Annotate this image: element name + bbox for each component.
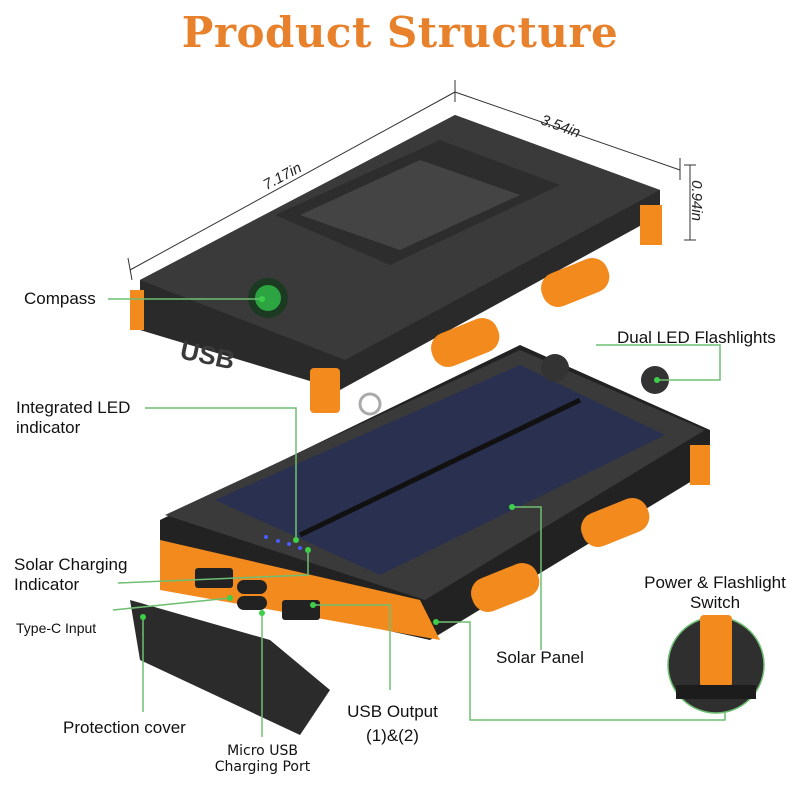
label-integrated-led-indicator: Integrated LED indicator [16, 398, 131, 437]
label-micro-usb-charging-port: Micro USB Charging Port [214, 743, 311, 775]
page-title: Product Structure [181, 8, 619, 57]
label-protection-cover: Protection cover [63, 718, 186, 737]
led-indicator-dots [264, 535, 302, 550]
device-back-view [130, 115, 662, 416]
label-solar-panel: Solar Panel [496, 648, 584, 667]
label-compass: Compass [24, 289, 96, 308]
callout-lines [108, 298, 726, 737]
power-switch-inset [667, 615, 765, 714]
device-front-view [130, 345, 710, 735]
callout-dots [140, 296, 660, 625]
label-solar-charging-indicator: Solar Charging Indicator [14, 555, 128, 594]
dimension-lines [127, 80, 696, 281]
label-usb-output: USB Output (1)&(2) [347, 702, 438, 745]
label-power-flashlight-switch: Power & Flashlight Switch [644, 573, 786, 612]
label-dual-led-flashlights: Dual LED Flashlights [617, 328, 776, 347]
label-type-c-input: Type-C Input [16, 620, 97, 636]
dimension-thickness: 0.94in [687, 180, 705, 221]
